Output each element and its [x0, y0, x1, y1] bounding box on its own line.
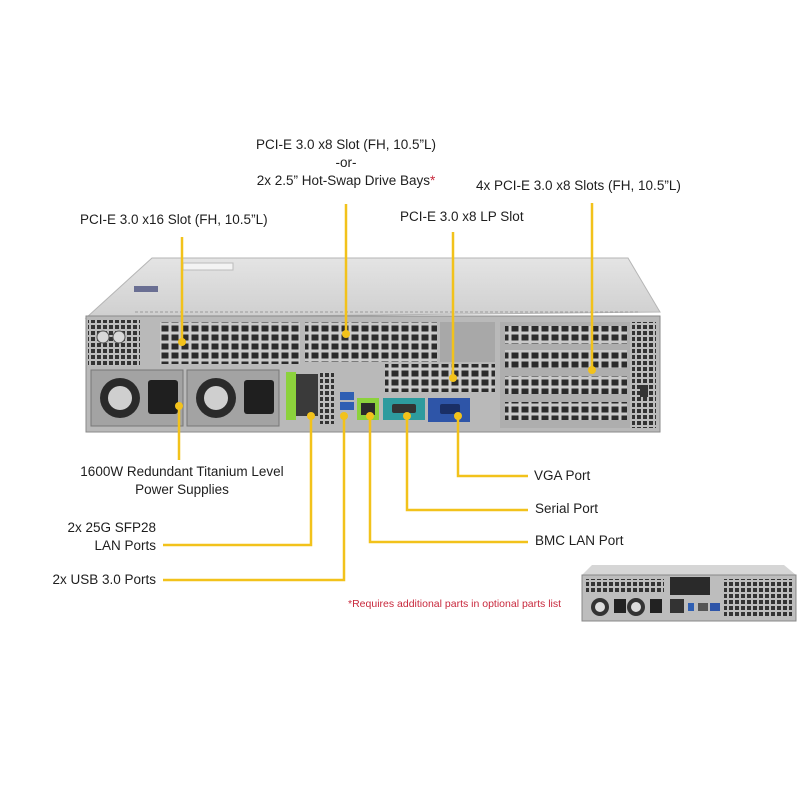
label-line: PCI-E 3.0 x8 Slot (FH, 10.5”L)	[255, 137, 437, 152]
label-line: Power Supplies	[135, 482, 229, 497]
leader-serial	[405, 416, 528, 512]
left-vent	[88, 320, 140, 366]
db15-icon	[440, 404, 460, 414]
power-supply-1	[90, 369, 184, 427]
rj45-icon	[361, 403, 375, 415]
lp-slot-bracket	[440, 322, 495, 362]
chassis-badge	[134, 286, 158, 292]
label-line: 2x 2.5” Hot-Swap Drive Bays*	[256, 173, 436, 188]
power-inlet-icon	[148, 380, 178, 414]
label-line: LAN Ports	[94, 538, 156, 553]
label-pcie-4x-x8: 4x PCI-E 3.0 x8 Slots (FH, 10.5”L)	[476, 178, 681, 193]
label-line: 1600W Redundant Titanium Level	[80, 464, 284, 479]
power-supply-2	[186, 369, 280, 427]
leader-sfp28	[163, 416, 313, 547]
label-power-supplies: 1600W Redundant Titanium Level Power Sup…	[52, 463, 312, 499]
fan-icon	[204, 386, 228, 410]
drive-bays	[670, 577, 710, 595]
leader-usb	[163, 416, 346, 582]
power-inlet-icon	[244, 380, 274, 414]
asterisk: *	[430, 173, 436, 188]
thumbscrew-icon	[112, 330, 126, 344]
label-usb: 2x USB 3.0 Ports	[52, 572, 156, 587]
leader-dots	[175, 330, 596, 420]
pcie-slot-1	[505, 326, 627, 344]
sfp28-ports	[296, 374, 318, 416]
thumbscrew-icon	[96, 330, 110, 344]
db9-icon	[392, 404, 416, 413]
right-vent	[632, 322, 656, 428]
label-line: -or-	[335, 155, 357, 170]
label-sfp28: 2x 25G SFP28 LAN Ports	[40, 519, 156, 555]
latch-icon	[640, 385, 648, 397]
footnote: *Requires additional parts in optional p…	[348, 598, 562, 610]
label-pcie-x16: PCI-E 3.0 x16 Slot (FH, 10.5”L)	[80, 212, 268, 227]
pcie-slot-2	[505, 350, 627, 368]
label-pcie-x8-or-drive-bays: PCI-E 3.0 x8 Slot (FH, 10.5”L) -or- 2x 2…	[236, 136, 456, 190]
pcie-slot-4	[505, 402, 627, 420]
label-bmc-lan: BMC LAN Port	[535, 533, 624, 548]
pcie-x8-lp-slot	[385, 364, 495, 392]
usb-port-1	[340, 392, 354, 400]
label-line: 2x 25G SFP28	[67, 520, 156, 535]
chassis-top-cover	[84, 257, 661, 319]
label-pcie-x8-lp: PCI-E 3.0 x8 LP Slot	[400, 209, 524, 224]
server-thumbnail	[581, 565, 797, 622]
leader-bmc-lan	[368, 416, 528, 544]
usb-port-2	[340, 402, 354, 410]
sfp-latch	[286, 372, 296, 420]
label-vga: VGA Port	[534, 468, 591, 483]
leader-vga	[456, 416, 528, 478]
fan-icon	[108, 386, 132, 410]
label-serial: Serial Port	[535, 501, 599, 516]
chassis-label-plate	[182, 262, 234, 271]
chassis	[84, 257, 661, 433]
leader-lines	[163, 203, 594, 582]
pcie-x8-drivebay-slot	[305, 322, 437, 362]
pcie-slot-3	[505, 376, 627, 394]
